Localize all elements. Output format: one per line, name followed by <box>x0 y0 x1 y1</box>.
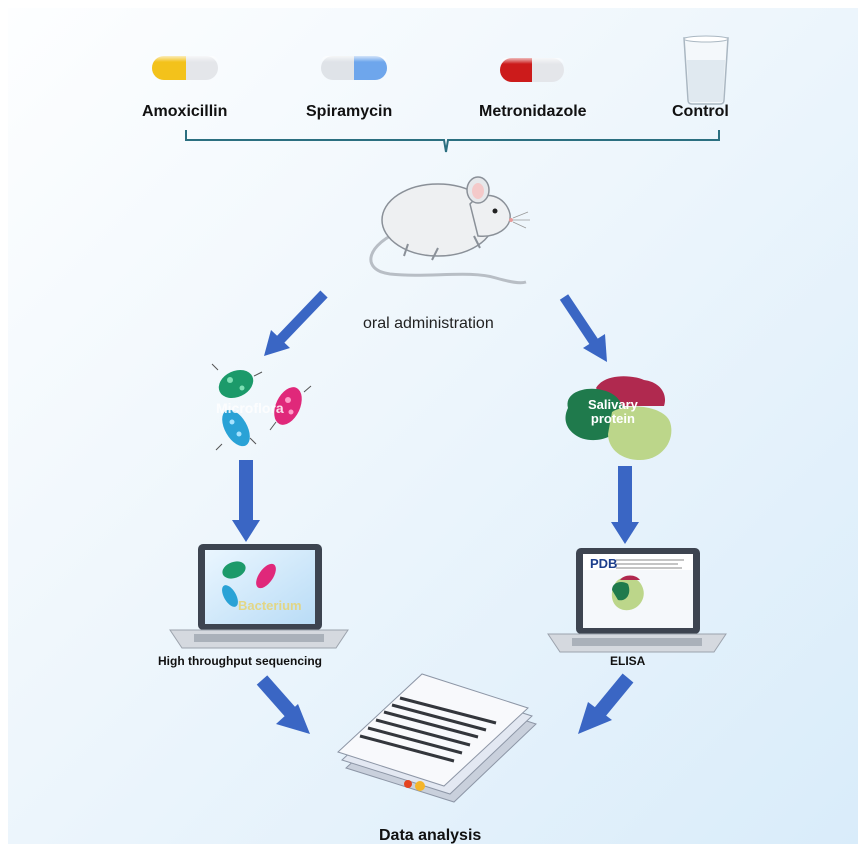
spiramycin-label: Spiramycin <box>306 103 393 120</box>
salivary-word: Salivary <box>588 397 638 412</box>
pdb-logo-text: PDB <box>590 556 618 571</box>
sequencing-laptop-icon <box>169 544 349 649</box>
sequencing-label: High throughput sequencing <box>158 654 322 668</box>
arrow-to-left-laptop <box>232 460 260 542</box>
red-capsule-icon <box>500 58 564 82</box>
oral-administration-label: oral administration <box>363 315 494 332</box>
arrow-from-sequencing <box>256 675 310 734</box>
salivary-protein-label: Salivary protein <box>588 398 638 426</box>
control-label: Control <box>672 103 729 120</box>
microflora-overlay-text: Microflora <box>216 400 284 416</box>
arrow-to-microflora <box>264 290 328 356</box>
elisa-label: ELISA <box>610 654 646 668</box>
diagram-graphics <box>152 35 729 803</box>
yellow-capsule-icon <box>152 56 218 80</box>
metronidazole-label: Metronidazole <box>479 103 587 120</box>
protein-structure-icon <box>565 376 672 460</box>
arrow-from-elisa <box>578 673 634 734</box>
water-glass-icon <box>683 35 729 105</box>
arrow-to-right-laptop <box>611 466 639 544</box>
protein-word: protein <box>590 411 635 426</box>
arrow-to-salivary <box>559 294 607 362</box>
mouse-icon <box>369 176 530 285</box>
group-bracket <box>185 130 720 153</box>
diagram-canvas: Amoxicillin Spiramycin Metronidazole Con… <box>8 8 858 844</box>
bacteria-cluster-icon <box>211 363 312 451</box>
data-report-icon <box>337 673 537 803</box>
bacterium-screen-text: Bacterium <box>238 598 302 613</box>
amoxicillin-label: Amoxicillin <box>142 103 228 120</box>
pdb-laptop-icon <box>547 548 727 653</box>
data-analysis-label: Data analysis <box>379 827 482 844</box>
blue-capsule-icon <box>321 56 387 80</box>
